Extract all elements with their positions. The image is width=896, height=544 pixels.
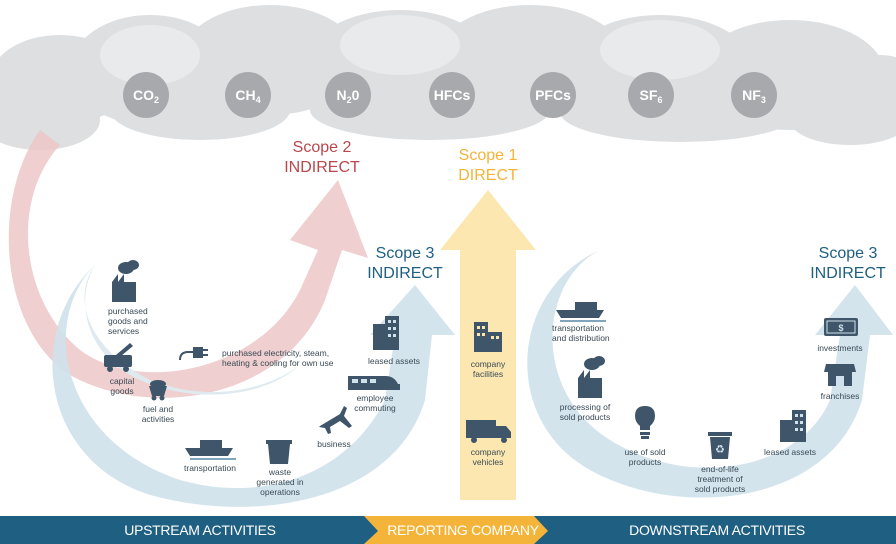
gas-badge: N20 <box>325 72 371 118</box>
company-building-icon <box>474 322 502 352</box>
label-investments: investments <box>817 343 862 353</box>
cargo-ship-icon <box>185 440 236 460</box>
activity-icons: ♻ $ <box>104 260 858 464</box>
gas-circle <box>628 72 674 118</box>
scope2-line2: INDIRECT <box>284 159 360 176</box>
gas-badge: PFCs <box>530 72 576 118</box>
electric-plug-icon <box>179 347 208 361</box>
scope3-down-line1: Scope 3 <box>819 245 878 262</box>
gas-circle <box>225 72 271 118</box>
cloud-highlights <box>100 15 720 85</box>
scope1-title: Scope 1 DIRECT <box>458 147 518 184</box>
scope3-downstream-arrow <box>527 250 893 498</box>
factory-icon <box>112 260 139 302</box>
upstream-segment <box>0 516 380 544</box>
gas-circle <box>325 72 371 118</box>
office-building-icon <box>373 316 399 350</box>
gas-badge: HFCs <box>429 72 475 118</box>
scope3-up-line2: INDIRECT <box>367 265 443 282</box>
scope2-title: Scope 2 INDIRECT <box>284 139 360 176</box>
gas-badge: SF6 <box>628 72 674 118</box>
airplane-icon <box>319 406 352 434</box>
scope3-up-line1: Scope 3 <box>376 245 435 262</box>
gas-formula: HFCs <box>434 87 471 103</box>
cargo-ship-icon <box>556 302 606 322</box>
gas-badge: CH4 <box>225 72 271 118</box>
dumpster-icon <box>266 440 292 464</box>
recycle-bin-icon: ♻ <box>708 432 732 459</box>
office-building-icon <box>780 410 806 442</box>
scope3-downstream-title: Scope 3 INDIRECT <box>810 245 886 282</box>
reporting-label: REPORTING COMPANY <box>387 522 539 538</box>
label-leased-down: leased assets <box>764 447 816 457</box>
gas-formula: SF6 <box>640 87 663 105</box>
gas-formula: CO2 <box>133 87 159 105</box>
scope1-line2: DIRECT <box>458 167 518 184</box>
factory-icon <box>578 356 605 398</box>
scope1-line1: Scope 1 <box>459 147 518 164</box>
gas-formula: PFCs <box>535 87 571 103</box>
banknote-icon: $ <box>824 318 858 336</box>
label-franchises: franchises <box>821 391 860 401</box>
scope3-upstream-title: Scope 3 INDIRECT <box>367 245 443 282</box>
delivery-truck-icon <box>466 420 511 443</box>
light-bulb-icon <box>635 406 655 439</box>
downstream-segment <box>534 516 896 544</box>
gas-badge: CO2 <box>123 72 169 118</box>
gas-badge: NF3 <box>731 72 777 118</box>
gas-formula: NF3 <box>742 87 766 105</box>
gas-formula: N20 <box>337 87 360 105</box>
label-leased-up: leased assets <box>368 356 420 366</box>
train-icon <box>348 376 400 390</box>
scope2-arrow <box>8 130 369 398</box>
gas-circle <box>731 72 777 118</box>
svg-text:♻: ♻ <box>715 443 725 456</box>
gas-circle <box>123 72 169 118</box>
scope3-upstream-arrow <box>52 265 455 507</box>
gas-circle <box>429 72 475 118</box>
downstream-label: DOWNSTREAM ACTIVITIES <box>629 522 805 538</box>
label-business: business <box>317 439 351 449</box>
upstream-label: UPSTREAM ACTIVITIES <box>124 522 275 538</box>
label-electricity: purchased electricity, steam,heating & c… <box>222 348 334 368</box>
reporting-segment <box>364 516 550 544</box>
mine-cart-icon <box>149 380 167 401</box>
activity-bar: UPSTREAM ACTIVITIES REPORTING COMPANY DO… <box>0 516 896 544</box>
scope2-line1: Scope 2 <box>293 139 352 156</box>
label-transportation-up: transportation <box>184 463 236 473</box>
scope3-down-line2: INDIRECT <box>810 265 886 282</box>
gas-formula: CH4 <box>235 87 260 105</box>
greenhouse-gases: CO2 CH4 N20 HFCs PFCs SF6 NF3 <box>123 72 777 118</box>
loader-truck-icon <box>104 343 133 372</box>
storefront-icon <box>824 364 856 386</box>
svg-text:$: $ <box>838 323 843 333</box>
gas-circle <box>530 72 576 118</box>
